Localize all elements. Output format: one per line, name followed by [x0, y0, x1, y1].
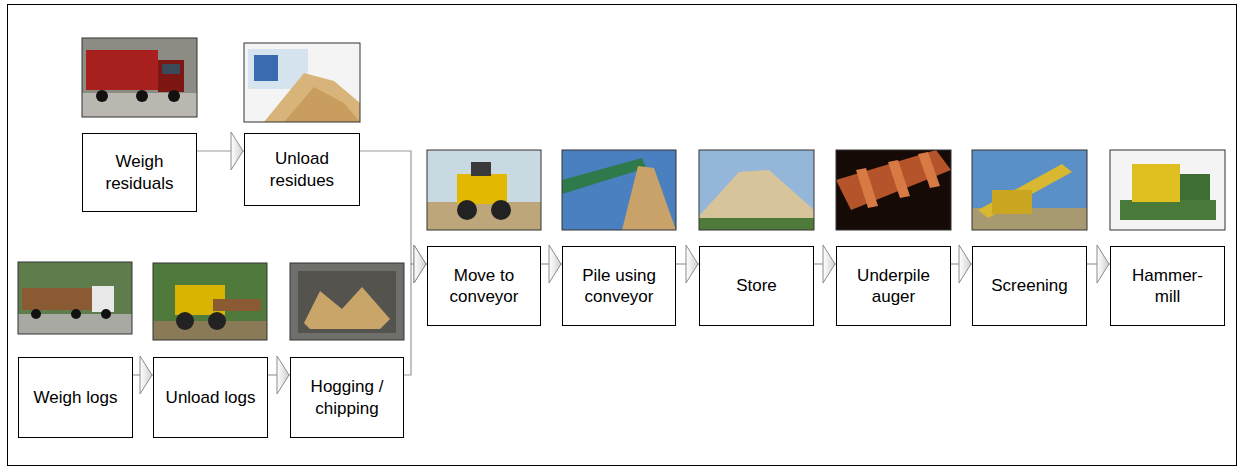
truck-cab: [158, 60, 184, 92]
auger-flight: [888, 160, 910, 198]
sawdust-shade: [284, 87, 360, 122]
photo-background: [699, 150, 814, 230]
photo-background: [1110, 150, 1225, 230]
process-box: Move to conveyor: [427, 246, 541, 326]
photo-background: [427, 150, 541, 230]
photo-border: [18, 262, 132, 334]
process-box: Hammer-mill: [1110, 246, 1225, 326]
photo-border: [427, 150, 541, 230]
chip-pile: [699, 170, 814, 222]
step-label: Screening: [991, 275, 1068, 296]
photo-border: [562, 150, 676, 230]
trailer-graphic: [254, 55, 278, 81]
process-box: Unload logs: [153, 357, 268, 438]
wheel: [168, 90, 180, 102]
mill-base: [1120, 200, 1216, 220]
step-label: Weigh residuals: [88, 151, 191, 194]
photo-border: [244, 43, 360, 122]
wheel: [31, 309, 41, 319]
screen-body: [992, 190, 1032, 214]
process-box: Weigh logs: [18, 357, 133, 438]
flow-arrow: [404, 264, 427, 375]
wheel: [457, 200, 477, 220]
photo-ground: [427, 202, 541, 230]
chips: [304, 287, 390, 329]
flow-arrow: [676, 263, 699, 264]
wheel: [96, 90, 108, 102]
hog-bin: [298, 271, 396, 333]
flow-arrow: [360, 151, 427, 264]
photo-background: [82, 38, 197, 117]
photo-border: [836, 150, 951, 230]
flow-arrow: [133, 374, 153, 375]
step-label: Unload logs: [166, 387, 256, 408]
photo-background: [18, 262, 132, 334]
outer-frame: [8, 5, 1237, 466]
step-label: Move to conveyor: [433, 265, 535, 308]
step-label: Pile using conveyor: [568, 265, 670, 308]
auger-flight: [856, 168, 878, 208]
chip-stream: [622, 166, 676, 230]
photo-border: [972, 150, 1087, 230]
wheel: [101, 309, 111, 319]
process-box: Pile using conveyor: [562, 246, 676, 326]
truck-trailer: [86, 50, 158, 90]
process-box: Store: [699, 246, 814, 326]
flow-arrow: [268, 374, 290, 375]
flow-arrow: [197, 150, 244, 151]
photo-background: [972, 150, 1087, 230]
step-label: Unload residues: [250, 148, 354, 191]
photo-background: [244, 43, 360, 122]
wheel: [491, 200, 511, 220]
wheel: [176, 312, 194, 330]
wheel: [71, 309, 81, 319]
photo-border: [82, 38, 197, 117]
step-label: Hogging / chipping: [296, 376, 398, 419]
truck-window: [162, 64, 180, 74]
process-box: Underpile auger: [836, 246, 951, 326]
photo-background: [153, 263, 267, 340]
photo-border: [290, 263, 404, 340]
loader-body: [457, 174, 507, 204]
loader-cab: [471, 162, 491, 176]
process-box: Screening: [972, 246, 1087, 326]
auger-flight: [918, 152, 940, 188]
auger-shaft: [836, 150, 951, 210]
photo-border: [1110, 150, 1225, 230]
process-box: Unload residues: [244, 133, 360, 206]
log-load: [22, 288, 92, 310]
wheel: [136, 90, 148, 102]
sawdust-pile: [264, 73, 360, 122]
wheel: [208, 312, 226, 330]
process-box: Weigh residuals: [82, 133, 197, 212]
step-label: Weigh logs: [34, 387, 118, 408]
mill-motor: [1180, 174, 1210, 200]
truck-cab: [92, 286, 114, 312]
trees: [699, 218, 814, 230]
step-label: Store: [736, 275, 777, 296]
process-box: Hogging / chipping: [290, 357, 404, 438]
flow-arrow: [1087, 263, 1110, 264]
logs: [213, 299, 261, 311]
photo-border: [699, 150, 814, 230]
screen-conveyor: [978, 164, 1072, 218]
step-label: Hammer-mill: [1128, 265, 1208, 308]
photo-background: [562, 150, 676, 230]
flow-arrow: [541, 263, 562, 264]
flow-arrow: [814, 263, 836, 264]
flow-arrow: [951, 263, 972, 264]
photo-background: [836, 150, 951, 230]
step-label: Underpile auger: [842, 265, 945, 308]
photo-border: [153, 263, 267, 340]
photo-background: [290, 263, 404, 340]
mill-housing: [1132, 164, 1180, 202]
